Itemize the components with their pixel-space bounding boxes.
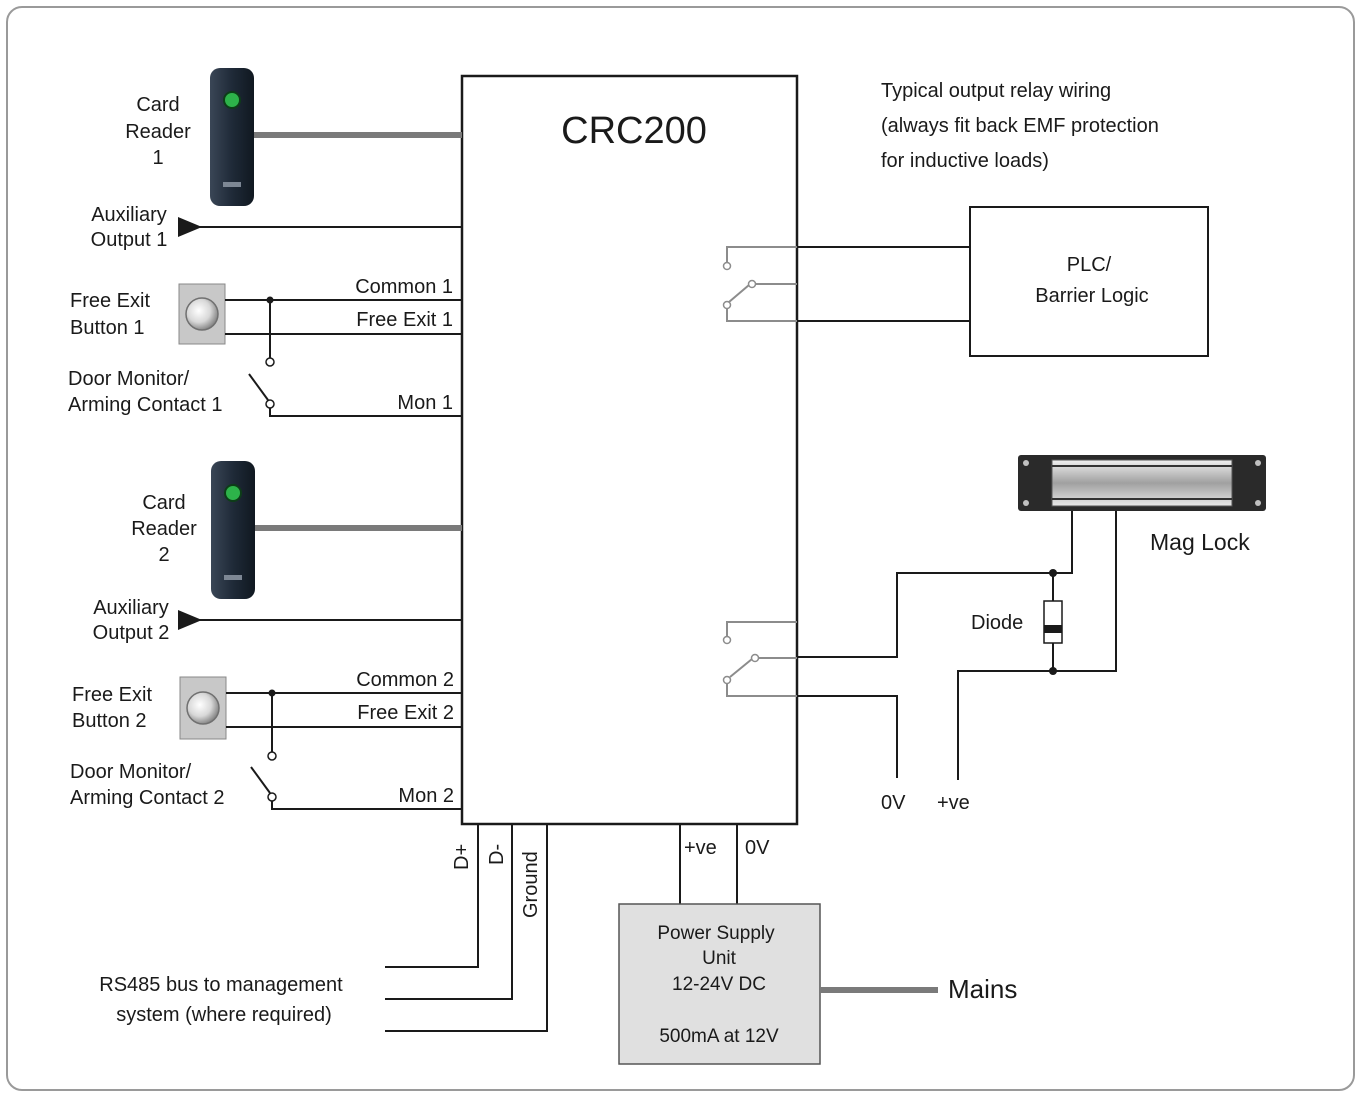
reader-1-label-line2: Reader [125,121,191,143]
exit-1-label-line1: Free Exit [70,290,150,312]
diode-label: Diode [971,612,1023,634]
relay-1-symbol [722,246,797,322]
plc-label-line1: PLC/ [1067,254,1112,276]
maglock-label: Mag Lock [1150,529,1250,555]
door-1-label-line1: Door Monitor/ [68,368,190,390]
door-2-label-line1: Door Monitor/ [70,761,192,783]
door-1-switch-blade [248,373,269,401]
exit-2-label-line2: Button 2 [72,710,147,732]
terminal-dplus: D+ [451,844,473,870]
relay-2-symbol [722,621,797,697]
reader-1-label-line1: Card [136,94,179,116]
maglock-positive-label: +ve [937,792,970,814]
diode-icon [1043,600,1063,644]
maglock-positive-wire [957,510,1117,780]
reader-1-label-line3: 1 [152,147,163,169]
terminal-free-exit-1: Free Exit 1 [356,309,453,331]
maglock-lead [1053,511,1073,574]
reader-2-label-line3: 2 [158,544,169,566]
contact-terminal [265,357,275,367]
exit-1-label-line2: Button 1 [70,317,145,339]
maglock-switched-wire [797,572,1053,658]
junction-dot [1049,667,1057,675]
rs485-dminus-wire [385,824,513,1000]
maglock-0v-label: 0V [881,792,906,814]
terminal-mon-2: Mon 2 [398,785,454,807]
rs485-label-line2: system (where required) [116,1004,332,1026]
terminal-ground: Ground [520,851,542,918]
door-1-label-line2: Arming Contact 1 [68,394,223,416]
maglock-0v-wire [797,695,898,778]
contact-terminal [265,399,275,409]
terminal-psu-positive: +ve [684,837,717,859]
plc-label-line2: Barrier Logic [1035,285,1148,307]
reader-2-label-line2: Reader [131,518,197,540]
maglock-icon [1018,455,1266,511]
card-reader-2-icon [211,461,255,599]
mon-1-wire [269,408,462,417]
door-2-label-line2: Arming Contact 2 [70,787,225,809]
psu-label-line1: Power Supply [657,923,775,944]
free-exit-button-2-icon [179,676,227,740]
mains-label: Mains [948,974,1017,1004]
relay-note-line3: for inductive loads) [881,150,1049,172]
aux-2-label-line1: Auxiliary [93,597,169,619]
reader-2-label-line1: Card [142,492,185,514]
rs485-dplus-wire [385,824,479,968]
relay-note-line1: Typical output relay wiring [881,80,1111,102]
door-2-switch-blade [250,766,271,794]
exit-2-label-line1: Free Exit [72,684,152,706]
rs485-label-line1: RS485 bus to management [99,974,343,996]
controller-title: CRC200 [561,110,707,152]
terminal-common-1: Common 1 [355,276,453,298]
psu-box [618,903,821,1065]
mon-2-wire [271,801,462,810]
terminal-mon-1: Mon 1 [397,392,453,414]
plc-box [969,206,1209,357]
controller-box [460,74,799,826]
card-reader-1-icon [210,68,254,206]
aux-1-label-line2: Output 1 [91,229,168,251]
free-exit-button-1-icon [178,283,226,345]
junction-dot [1049,569,1057,577]
relay-note-line2: (always fit back EMF protection [881,115,1159,137]
terminal-free-exit-2: Free Exit 2 [357,702,454,724]
contact-terminal [267,792,277,802]
rs485-ground-wire [385,824,548,1032]
terminal-common-2: Common 2 [356,669,454,691]
contact-terminal [267,751,277,761]
psu-label-line4: 500mA at 12V [659,1026,779,1047]
terminal-psu-0v: 0V [745,837,770,859]
terminal-dminus: D- [486,844,508,865]
psu-label-line2: Unit [702,948,737,969]
aux-1-label-line1: Auxiliary [91,204,167,226]
aux-2-label-line2: Output 2 [93,622,170,644]
psu-label-line3: 12-24V DC [672,974,766,995]
